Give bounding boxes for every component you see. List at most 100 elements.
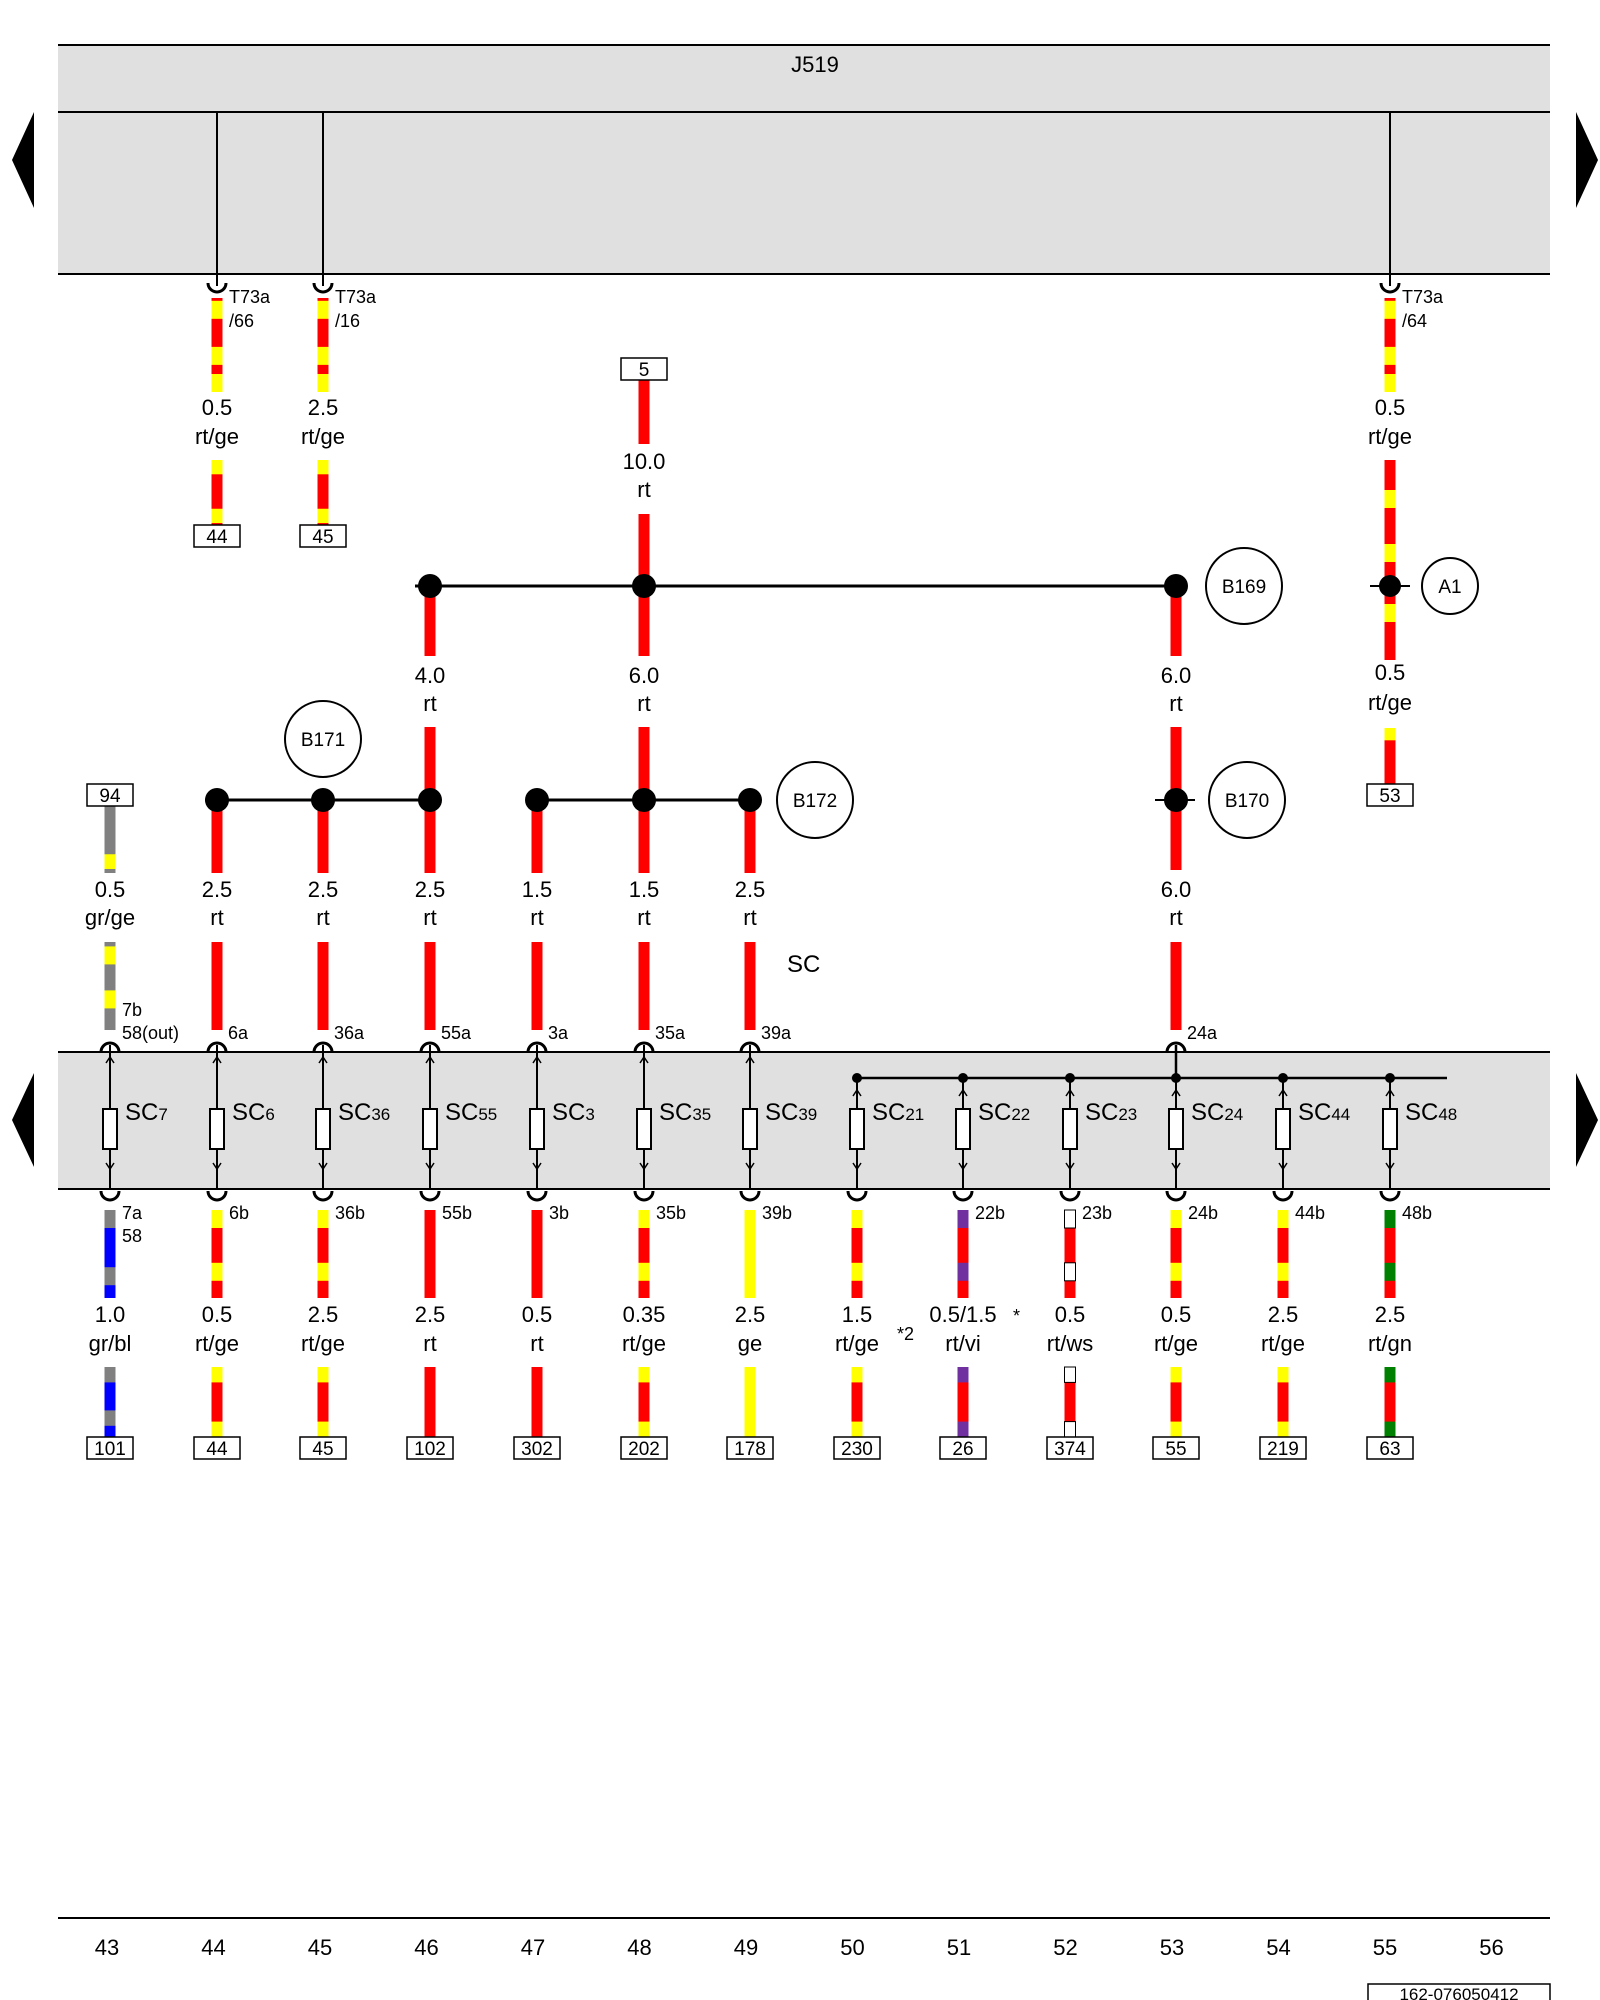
- wire-gauge: 2.5: [415, 1302, 446, 1327]
- wire-stripe: [211, 1262, 223, 1281]
- dest-box-label: 53: [1379, 786, 1400, 807]
- wire-segment: [1064, 1209, 1076, 1298]
- wire-fill: [317, 800, 329, 873]
- wire-segment: [1170, 1367, 1182, 1437]
- wire-segment: [1384, 1367, 1396, 1437]
- pin-label: 44b: [1295, 1203, 1325, 1223]
- chevron-up-icon: [318, 1055, 328, 1064]
- wire-segment: [744, 1210, 756, 1298]
- wire-fill: [424, 1210, 436, 1298]
- wire-fill: [1064, 1367, 1076, 1437]
- pin-label: 24b: [1188, 1203, 1218, 1223]
- wire-color: rt: [743, 905, 756, 930]
- wire-stripe: [1384, 604, 1396, 622]
- page-next-arrow-top[interactable]: [1576, 112, 1598, 208]
- junction-dot: [311, 788, 335, 812]
- dest-box: [1259, 1436, 1307, 1460]
- dest-box-label: 202: [628, 1439, 660, 1460]
- wire-fill: [211, 942, 223, 1030]
- wire-stripe: [211, 1421, 223, 1437]
- column-number: 45: [308, 1935, 332, 1960]
- wire-stripe: [104, 1367, 116, 1383]
- supply-source-box: [620, 357, 668, 381]
- column-number: 44: [201, 1935, 225, 1960]
- wire-color: rt: [530, 1331, 543, 1356]
- page-prev-arrow-top[interactable]: [12, 112, 34, 208]
- connector-icon: [1165, 1041, 1187, 1053]
- fuse-icon: [955, 1108, 971, 1150]
- wire-segment: [1170, 942, 1182, 1030]
- wire-color: rt/vi: [945, 1331, 980, 1356]
- wire-stripe: [211, 460, 223, 475]
- fuse-icon: [209, 1108, 225, 1150]
- wire-segment: [1384, 298, 1396, 392]
- node-b169-label: B169: [1222, 577, 1266, 598]
- junction-dot: [632, 574, 656, 598]
- wire-stripe: [957, 1210, 969, 1228]
- dest-box-label: 44: [206, 1439, 228, 1460]
- bus-junction-dot: [1171, 1073, 1181, 1083]
- connector-icon: [312, 1041, 334, 1053]
- connector-icon: [633, 1041, 655, 1053]
- wire-segment: [638, 800, 650, 873]
- wire-stripe: [211, 300, 223, 319]
- dest-box-label: 102: [414, 1439, 446, 1460]
- page-next-arrow-bottom[interactable]: [1576, 1073, 1598, 1167]
- wire-stripe: [1384, 300, 1396, 319]
- symbols-layer: [86, 282, 1479, 1460]
- fuse-label: SC24: [1191, 1099, 1243, 1126]
- wire-fill: [424, 1367, 436, 1437]
- wire-segment: [317, 1367, 329, 1437]
- wire-segment: [1277, 1210, 1289, 1298]
- wire-segment: [211, 1210, 223, 1298]
- wire-stripe: [211, 1210, 223, 1228]
- wire-gauge: 2.5: [202, 877, 233, 902]
- column-number: 48: [627, 1935, 651, 1960]
- wire-color: rt: [530, 905, 543, 930]
- connector-icon: [206, 1190, 228, 1202]
- wire-color: rt/ge: [622, 1331, 666, 1356]
- wire-gauge: 1.0: [95, 1302, 126, 1327]
- connector-icon: [526, 1041, 548, 1053]
- wire-fill: [638, 586, 650, 656]
- wire-fill: [957, 1210, 969, 1298]
- wire-color: rt/ge: [1154, 1331, 1198, 1356]
- wire-color: gr/bl: [89, 1331, 132, 1356]
- wire-segment: [424, 1367, 436, 1437]
- fuse-panel: [58, 1052, 1550, 1189]
- wire-stripe: [211, 374, 223, 392]
- wire-segment: [638, 380, 650, 444]
- wire-stripe: [317, 1262, 329, 1281]
- node-a1-circle: [1421, 557, 1479, 615]
- wire-segment: [317, 298, 329, 392]
- junction-dot: [1164, 788, 1188, 812]
- node-a1-label: A1: [1438, 577, 1461, 598]
- wire-fill: [211, 298, 223, 392]
- wire-fill: [211, 800, 223, 873]
- sc-label: SC: [787, 951, 820, 978]
- wire-segment: [638, 1367, 650, 1437]
- page-prev-arrow-bottom[interactable]: [12, 1073, 34, 1167]
- node-b169-circle: [1205, 547, 1283, 625]
- dest-box-label: 374: [1054, 1439, 1086, 1460]
- dest-box-label: 302: [521, 1439, 553, 1460]
- wire-stripe: [1277, 1210, 1289, 1228]
- fuse-icon: [742, 1108, 758, 1150]
- fuse-label-sub: 35: [692, 1105, 711, 1124]
- wire-gauge: 2.5: [308, 1302, 339, 1327]
- wire-segment: [1170, 586, 1182, 656]
- wire-stripe: [1384, 374, 1396, 392]
- wire-fill: [744, 942, 756, 1030]
- fuse-label-sub: 6: [265, 1105, 274, 1124]
- wire-segment: [638, 1210, 650, 1298]
- wire-fill: [638, 727, 650, 800]
- wire-fill: [531, 942, 543, 1030]
- wire-fill: [638, 1367, 650, 1437]
- wire-fill: [1170, 942, 1182, 1030]
- wire-gauge: 0.5: [202, 1302, 233, 1327]
- fuse-icon: [1382, 1108, 1398, 1150]
- wire-segment: [317, 942, 329, 1030]
- chevron-up-icon: [425, 1055, 435, 1064]
- wire-gauge: 0.5: [522, 1302, 553, 1327]
- junction-dot: [632, 788, 656, 812]
